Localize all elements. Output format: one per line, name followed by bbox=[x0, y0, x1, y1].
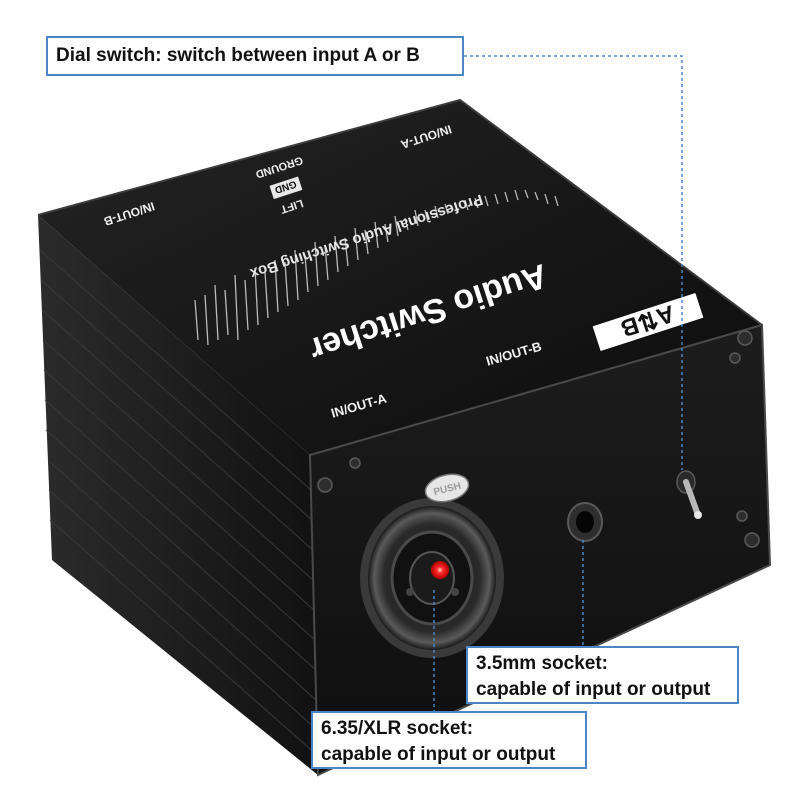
soundwave-graphic bbox=[194, 189, 559, 346]
push-latch[interactable]: PUSH bbox=[423, 470, 472, 506]
callout-35mm-line1: 3.5mm socket: bbox=[476, 653, 609, 674]
callout-xlr-line1: 6.35/XLR socket: bbox=[321, 718, 474, 739]
device-top-panel bbox=[38, 100, 762, 455]
xlr-combo-socket[interactable] bbox=[360, 498, 504, 658]
dial-switch[interactable] bbox=[676, 470, 702, 519]
callout-xlr-socket: 6.35/XLR socket: capable of input or out… bbox=[311, 711, 587, 769]
callout-35mm-socket: 3.5mm socket: capable of input or output bbox=[466, 646, 739, 704]
callout-dial-switch: Dial switch: switch between input A or B bbox=[46, 36, 464, 76]
device-side-panel bbox=[38, 215, 318, 775]
device-front-panel bbox=[310, 325, 770, 775]
led-indicator bbox=[431, 561, 449, 579]
leader-lines bbox=[433, 55, 683, 712]
callout-35mm-line2: capable of input or output bbox=[476, 679, 711, 700]
side-ribs bbox=[39, 249, 318, 756]
callout-xlr-line2: capable of input or output bbox=[321, 744, 556, 765]
socket-35mm[interactable] bbox=[567, 502, 603, 542]
callout-dial-switch-text: Dial switch: switch between input A or B bbox=[56, 45, 420, 66]
